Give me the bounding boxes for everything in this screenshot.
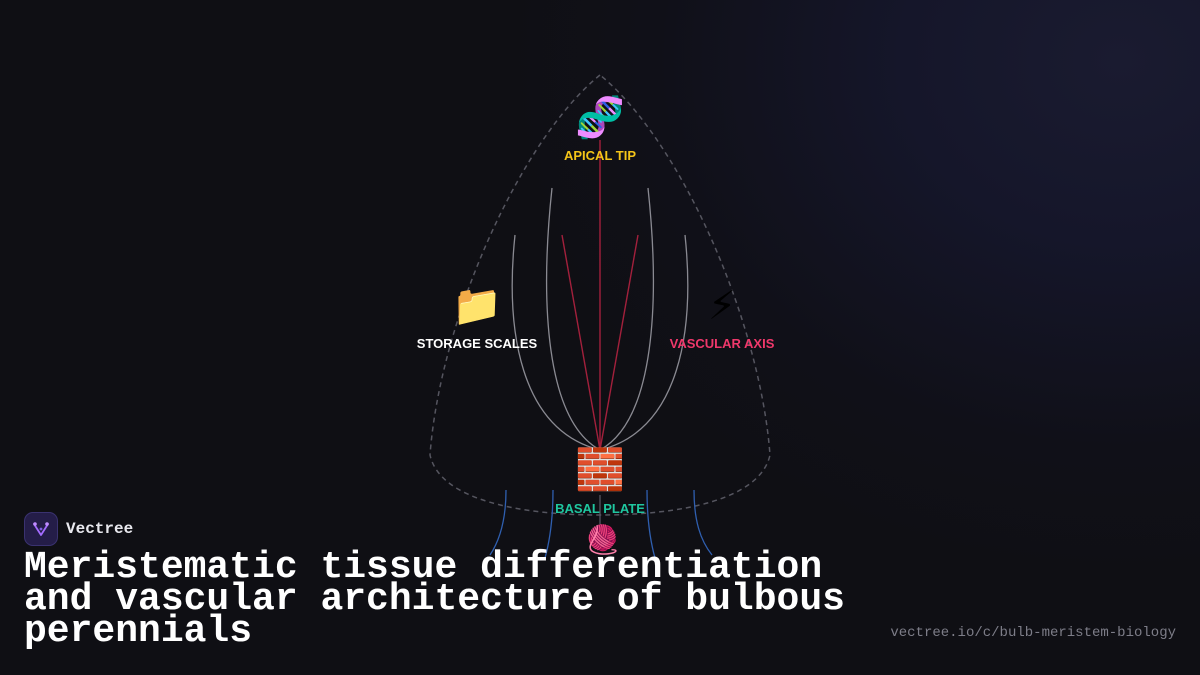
root-line-2 [544, 489, 554, 559]
page-title: Meristematic tissue differentiation and … [24, 546, 845, 653]
scale-line-inner-left [545, 187, 601, 451]
vectree-logo-icon [24, 512, 58, 546]
scale-line-outer-right [599, 234, 689, 451]
yarn-icon: 🧶 [585, 523, 620, 556]
root-lines [489, 489, 713, 559]
folder-icon: 📁 [452, 283, 502, 329]
vascular-strand-right [599, 234, 639, 451]
lightning-icon: ⚡ [707, 283, 737, 329]
brand: Vectree [24, 512, 133, 546]
vascular-axis-label: VASCULAR AXIS [669, 336, 775, 351]
basal-plate-label: BASAL PLATE [555, 501, 645, 516]
brand-name: Vectree [66, 520, 134, 538]
root-line-3 [646, 489, 656, 559]
brick-icon: 🧱 [575, 447, 625, 493]
root-line-4 [693, 489, 713, 556]
vascular-strands [561, 140, 639, 451]
scale-line-inner-right [599, 187, 655, 451]
dna-icon: 🧬 [575, 95, 625, 141]
storage-scales-label: STORAGE SCALES [416, 336, 538, 351]
root-line-1 [489, 489, 507, 556]
scale-line-outer-left [511, 234, 601, 451]
apical-tip-label: APICAL TIP [564, 148, 636, 163]
storage-scale-lines [511, 187, 689, 451]
vascular-strand-left [561, 234, 601, 451]
source-url[interactable]: vectree.io/c/bulb-meristem-biology [890, 625, 1176, 641]
